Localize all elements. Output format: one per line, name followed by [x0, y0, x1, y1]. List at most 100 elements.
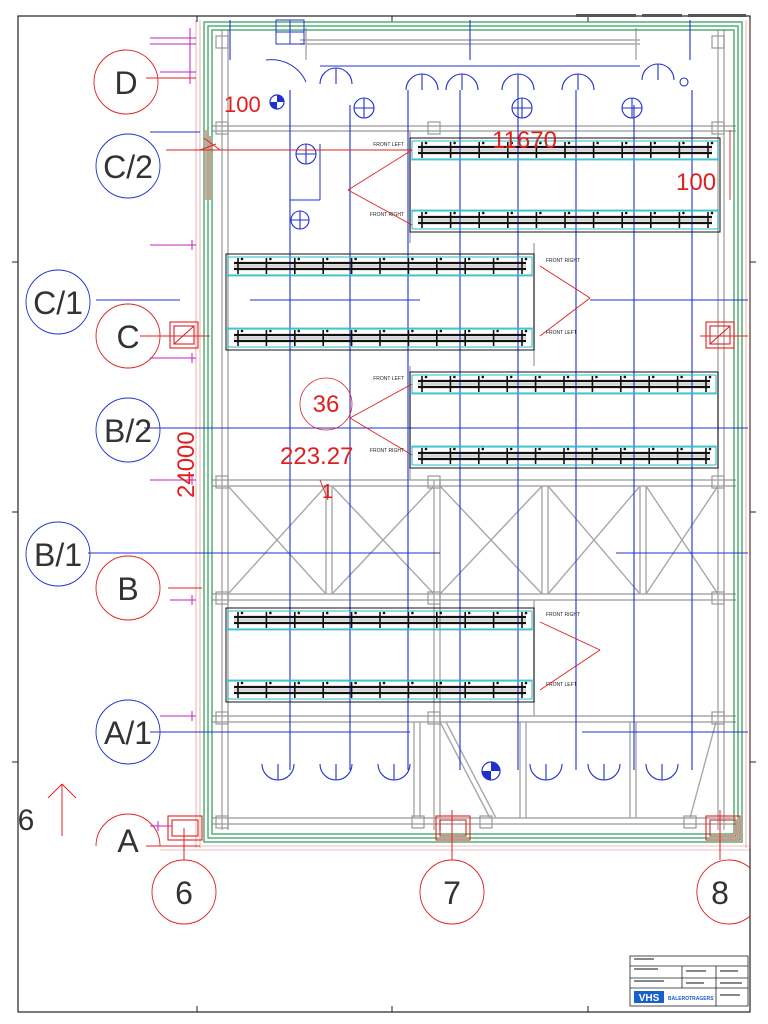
grid-label-a1: A/1 — [104, 715, 152, 751]
rack-bolt — [524, 611, 528, 615]
rack-bolt — [567, 211, 571, 215]
rack-bolt — [382, 611, 386, 615]
rack-bolt — [496, 329, 499, 333]
rack-bolt — [708, 375, 712, 379]
rack-bolt — [624, 211, 628, 215]
rack-label: FRONT LEFT — [373, 142, 404, 148]
dim-text-5: 223.27 — [280, 443, 353, 470]
rack-bolt — [424, 141, 428, 145]
rack-bolt — [453, 141, 456, 145]
rack-bolt — [297, 257, 301, 261]
rack-beam-frame — [227, 610, 533, 630]
rack-bolt — [411, 681, 414, 685]
grid-bubble-b1: B/1 — [25, 521, 91, 587]
rack-bolt — [453, 211, 456, 215]
rack-bolt — [382, 681, 386, 685]
rack-bolt — [411, 257, 414, 261]
rack-bolt — [424, 211, 428, 215]
grid-bubble-6: 6 — [151, 859, 217, 925]
rack-bolt — [651, 447, 655, 451]
rack-bolt — [653, 141, 657, 145]
rack-bolt — [297, 611, 301, 615]
rack-bay-outline — [409, 371, 719, 469]
rack-bolt — [595, 375, 598, 379]
rack-bolt — [439, 611, 443, 615]
blue-lines — [88, 20, 748, 770]
rack-beam-frame — [411, 446, 717, 466]
rack-bolt — [524, 257, 528, 261]
rack-bolt — [509, 375, 513, 379]
rack-bolt — [566, 447, 570, 451]
rack-bolt — [240, 611, 244, 615]
title-block-fine-text — [634, 958, 742, 996]
rack-bolt — [481, 211, 485, 215]
grid-bubble-b2: B/2 — [95, 397, 161, 463]
rack-bolt — [538, 375, 541, 379]
dim-text-6: 24000 — [173, 431, 200, 498]
drain-markers — [269, 94, 501, 781]
grid-bubble-b: B — [95, 555, 161, 621]
grid-bubble-a: A — [95, 813, 161, 859]
rack-bolt — [566, 375, 570, 379]
rack-bay-outline — [225, 253, 535, 351]
rack-bolt — [595, 447, 598, 451]
rack-bolt — [411, 329, 414, 333]
title-logo-box — [634, 991, 664, 1003]
rack-bolt — [467, 257, 471, 261]
dim-text-3: 100 — [676, 169, 716, 196]
rack-bolt — [453, 447, 456, 451]
rack-bolt — [481, 447, 485, 451]
rack-bolt — [481, 141, 485, 145]
rack-bolt — [682, 141, 685, 145]
rack-bolt — [354, 257, 357, 261]
rack-bay-outline — [409, 137, 721, 233]
grid-label-b2: B/2 — [104, 413, 152, 449]
rack-bolt — [325, 257, 329, 261]
rack-bolt — [439, 257, 443, 261]
rack-bolt — [510, 141, 514, 145]
rack-bolt — [496, 257, 499, 261]
rack-label: FRONT RIGHT — [370, 212, 404, 218]
dim-ticks — [199, 136, 217, 200]
rack-label: FRONT RIGHT — [370, 448, 404, 454]
rack-bolt — [354, 329, 357, 333]
grid-label-d: D — [114, 65, 137, 101]
rack-bolt — [439, 681, 443, 685]
rack-bolt — [297, 681, 301, 685]
grid-label-b1: B/1 — [34, 537, 82, 573]
dimension-texts: 100 11670 100 36 223.27 24000 1 — [173, 92, 716, 503]
rack-bolt — [325, 681, 329, 685]
frame-ticks — [12, 16, 756, 1012]
title-block — [629, 955, 749, 1007]
rack-bolt — [411, 611, 414, 615]
rack-bolt — [567, 141, 571, 145]
rack-bolt — [624, 141, 628, 145]
grid-label-c2: C/2 — [103, 149, 153, 185]
rack-bolt — [240, 257, 244, 261]
rack-bolt — [524, 329, 528, 333]
rack-bolt — [382, 329, 386, 333]
rack-label: FRONT RIGHT — [546, 258, 580, 264]
rack-bolt — [297, 329, 301, 333]
title-company: BALEROTRAGERS — [668, 996, 714, 1002]
grid-bubble-c: C — [95, 303, 161, 369]
grid-label-6: 6 — [175, 875, 193, 911]
rack-label: FRONT LEFT — [546, 330, 577, 336]
grid-bubble-c2: C/2 — [95, 133, 161, 199]
rack-bolt — [382, 257, 386, 261]
dim-bubble-36 — [299, 377, 353, 431]
rack-bolt — [424, 375, 428, 379]
building-walls — [203, 21, 743, 843]
dim-text-1: 100 — [224, 92, 261, 117]
rack-bolt — [467, 329, 471, 333]
rack-bolt — [354, 681, 357, 685]
rack-bolt — [538, 447, 541, 451]
rack-bolt — [708, 447, 712, 451]
magenta-pipes — [150, 28, 196, 831]
rack-bolt — [682, 211, 685, 215]
top-left-room — [265, 19, 321, 201]
column-grid-lines — [47, 77, 748, 860]
sprinkler-heads — [261, 63, 689, 781]
partial-grid-label: 6 — [18, 804, 35, 837]
